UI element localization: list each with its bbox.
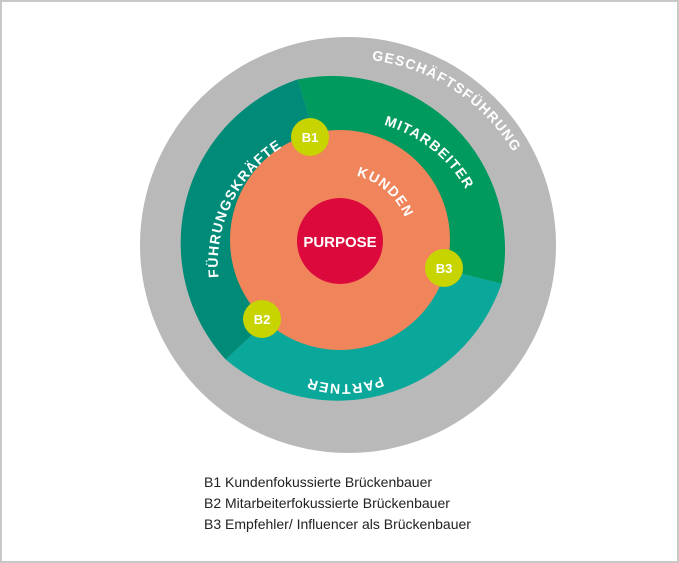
badge-b1: B1 [291,118,329,156]
legend: B1 Kundenfokussierte Brückenbauer B2 Mit… [204,472,471,535]
badge-b2: B2 [243,300,281,338]
svg-text:B2: B2 [254,312,271,327]
legend-item-b1: B1 Kundenfokussierte Brückenbauer [204,474,433,490]
legend-item-b2: B2 Mitarbeiterfokussierte Brückenbauer [204,495,450,511]
purpose-circle [297,198,383,284]
svg-text:B1: B1 [302,130,319,145]
svg-text:B3: B3 [436,261,453,276]
purpose-label: PURPOSE [303,234,376,251]
badge-b3: B3 [425,249,463,287]
legend-item-b3: B3 Empfehler/ Influencer als Brückenbaue… [204,516,471,532]
partner-label: PARTNER [304,374,386,398]
